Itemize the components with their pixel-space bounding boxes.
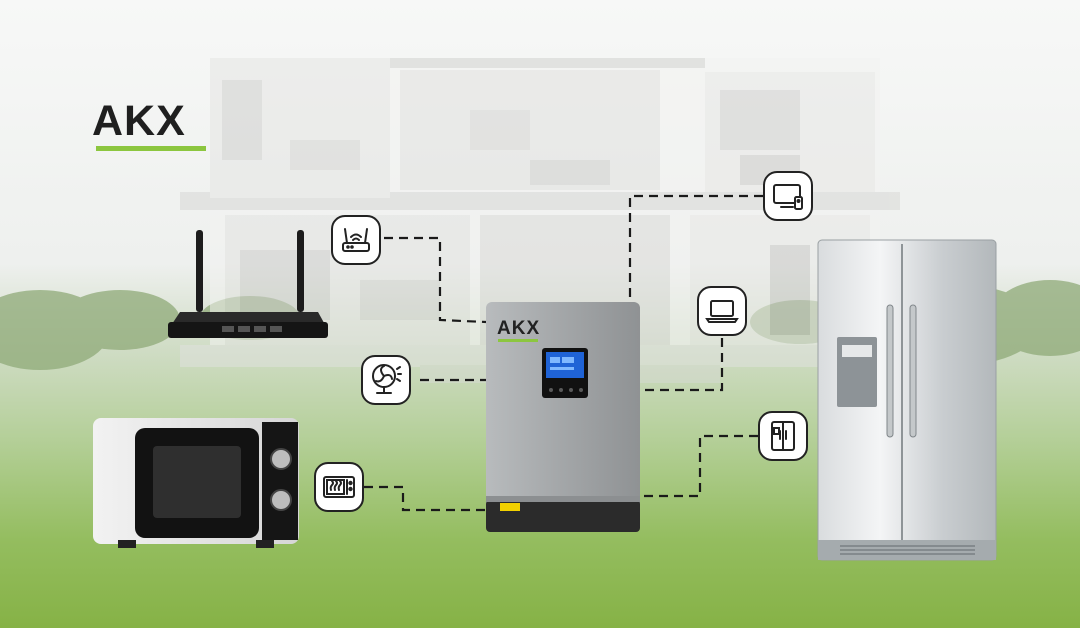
microwave	[93, 418, 299, 548]
microwave-icon	[314, 462, 364, 512]
inverter	[486, 302, 640, 532]
brand-logo-underline	[96, 146, 206, 151]
fridge-icon	[758, 411, 808, 461]
brand-logo-text: AKX	[92, 97, 186, 145]
tv-icon	[763, 171, 813, 221]
inverter-brand-underline	[498, 339, 538, 342]
refrigerator	[817, 239, 997, 561]
fan-icon	[361, 355, 411, 405]
inverter-brand-label: AKX	[497, 318, 541, 339]
laptop-icon	[697, 286, 747, 336]
wifi-router	[168, 230, 328, 338]
router-icon	[331, 215, 381, 265]
connection-lines	[364, 194, 763, 512]
brand-logo: AKX	[92, 96, 212, 158]
